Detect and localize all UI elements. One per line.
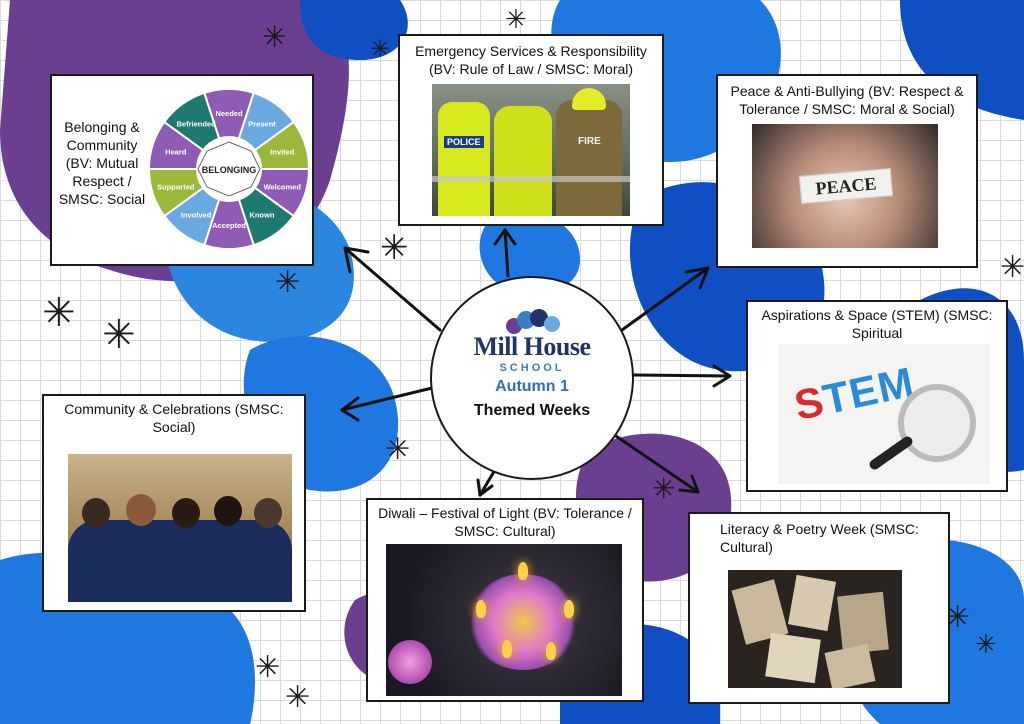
card-diwali: Diwali – Festival of Light (BV: Toleranc… xyxy=(366,498,644,702)
card-title: Diwali – Festival of Light (BV: Toleranc… xyxy=(378,505,632,539)
sparkle-doodle: ✳ xyxy=(505,5,527,35)
diya-flame xyxy=(546,642,556,660)
officer-police xyxy=(438,102,490,216)
sparkle-doodle: ✳ xyxy=(385,432,411,467)
person-head xyxy=(172,498,200,528)
paper-sheet xyxy=(787,574,837,632)
fire-helmet xyxy=(572,88,606,110)
wheel-segment-label: Welcomed xyxy=(264,182,302,191)
wheel-segment-label: Accepted xyxy=(212,221,246,230)
card-belonging-community: Belonging & Community (BV: Mutual Respec… xyxy=(50,74,314,266)
poetry-papers-photo xyxy=(728,570,902,688)
sparkle-doodle: ✳ xyxy=(42,290,76,336)
officer-fire xyxy=(556,100,622,216)
card-aspirations-space: Aspirations & Space (STEM) (SMSC: Spirit… xyxy=(746,300,1008,492)
flower xyxy=(388,640,432,684)
arrow-to-emergency xyxy=(493,228,517,278)
reflective-stripe xyxy=(432,176,630,182)
sparkle-doodle: ✳ xyxy=(1000,250,1024,285)
arrow-to-stem xyxy=(630,364,732,388)
wheel-segment-label: Needed xyxy=(215,109,243,118)
sparkle-doodle: ✳ xyxy=(275,265,301,300)
paper-sheet xyxy=(765,632,821,684)
sparkle-doodle: ✳ xyxy=(255,650,281,685)
card-title: Peace & Anti-Bullying (BV: Respect & Tol… xyxy=(730,83,964,117)
paper-sheet xyxy=(824,643,876,688)
wheel-segment-label: Supported xyxy=(157,182,195,191)
card-emergency-services: Emergency Services & Responsibility (BV:… xyxy=(398,34,664,226)
sparkle-doodle: ✳ xyxy=(652,472,676,505)
person-head xyxy=(254,498,282,528)
sparkle-doodle: ✳ xyxy=(380,228,409,268)
officer-middle xyxy=(494,106,552,216)
arrow-to-literacy xyxy=(608,430,700,494)
blue-blob-top-center xyxy=(300,0,408,60)
stem-photo: STEM xyxy=(778,344,990,484)
card-peace-anti-bullying: Peace & Anti-Bullying (BV: Respect & Tol… xyxy=(716,74,978,268)
diya-flame xyxy=(502,640,512,658)
card-title: Literacy & Poetry Week (SMSC: Cultural) xyxy=(720,521,919,555)
fire-badge: FIRE xyxy=(578,136,601,147)
arrow-to-peace xyxy=(620,266,710,332)
wheel-segment-label: Involved xyxy=(181,210,212,219)
logo-text: Mill House xyxy=(473,332,591,361)
police-badge: POLICE xyxy=(444,136,484,148)
sparkle-doodle: ✳ xyxy=(370,35,391,63)
person-head xyxy=(82,498,110,528)
arrow-to-diwali xyxy=(476,468,497,497)
logo-subtext: SCHOOL xyxy=(499,362,565,374)
sparkle-doodle: ✳ xyxy=(102,312,136,358)
wheel-center-label: BELONGING xyxy=(202,165,257,175)
card-literacy-poetry: Literacy & Poetry Week (SMSC: Cultural) xyxy=(688,512,950,704)
sparkle-doodle: ✳ xyxy=(975,630,997,660)
person-head xyxy=(214,496,242,526)
group-people xyxy=(68,520,292,602)
card-title: Emergency Services & Responsibility (BV:… xyxy=(415,43,647,77)
themed-weeks-label: Themed Weeks xyxy=(473,402,591,419)
diya-flame xyxy=(564,600,574,618)
arrow-to-community xyxy=(340,386,434,422)
rangoli xyxy=(468,574,578,670)
magnifying-glass-icon xyxy=(898,384,976,462)
sparkle-doodle: ✳ xyxy=(262,20,288,55)
person-head xyxy=(126,494,156,526)
sparkle-doodle: ✳ xyxy=(285,680,311,715)
diwali-lamps-photo xyxy=(386,544,622,696)
wheel-segment xyxy=(162,91,221,152)
card-title: Community & Celebrations (SMSC: Social) xyxy=(64,401,284,435)
wheel-segment-label: Befriended xyxy=(176,120,216,129)
center-hub: Mill House SCHOOL Autumn 1 Themed Weeks xyxy=(430,276,634,480)
card-title: Belonging & Community (BV: Mutual Respec… xyxy=(58,119,146,207)
wheel-center xyxy=(197,141,261,197)
peace-hands-photo: PEACE xyxy=(752,124,938,248)
wheel-segment-label: Present xyxy=(248,120,276,129)
magnifier-handle xyxy=(867,434,915,472)
arrow-to-belonging xyxy=(343,246,442,332)
blue-blob-right-top xyxy=(900,0,1024,120)
community-group-photo xyxy=(68,454,292,602)
wheel-segment-label: Invited xyxy=(270,148,295,157)
peace-paper: PEACE xyxy=(798,168,894,204)
term-label: Autumn 1 xyxy=(495,378,569,395)
school-logo-icon xyxy=(506,309,560,334)
card-community-celebrations: Community & Celebrations (SMSC: Social) xyxy=(42,394,306,612)
wheel-segment-label: Heard xyxy=(165,148,187,157)
wheel-segment-label: Known xyxy=(249,210,274,219)
diya-flame xyxy=(518,562,528,580)
diya-flame xyxy=(476,600,486,618)
emergency-services-photo: POLICE FIRE xyxy=(432,84,630,216)
card-title: Aspirations & Space (STEM) (SMSC: Spirit… xyxy=(761,307,993,341)
belonging-wheel: BELONGING NeededPresentInvitedWelcomedKn… xyxy=(148,88,310,250)
